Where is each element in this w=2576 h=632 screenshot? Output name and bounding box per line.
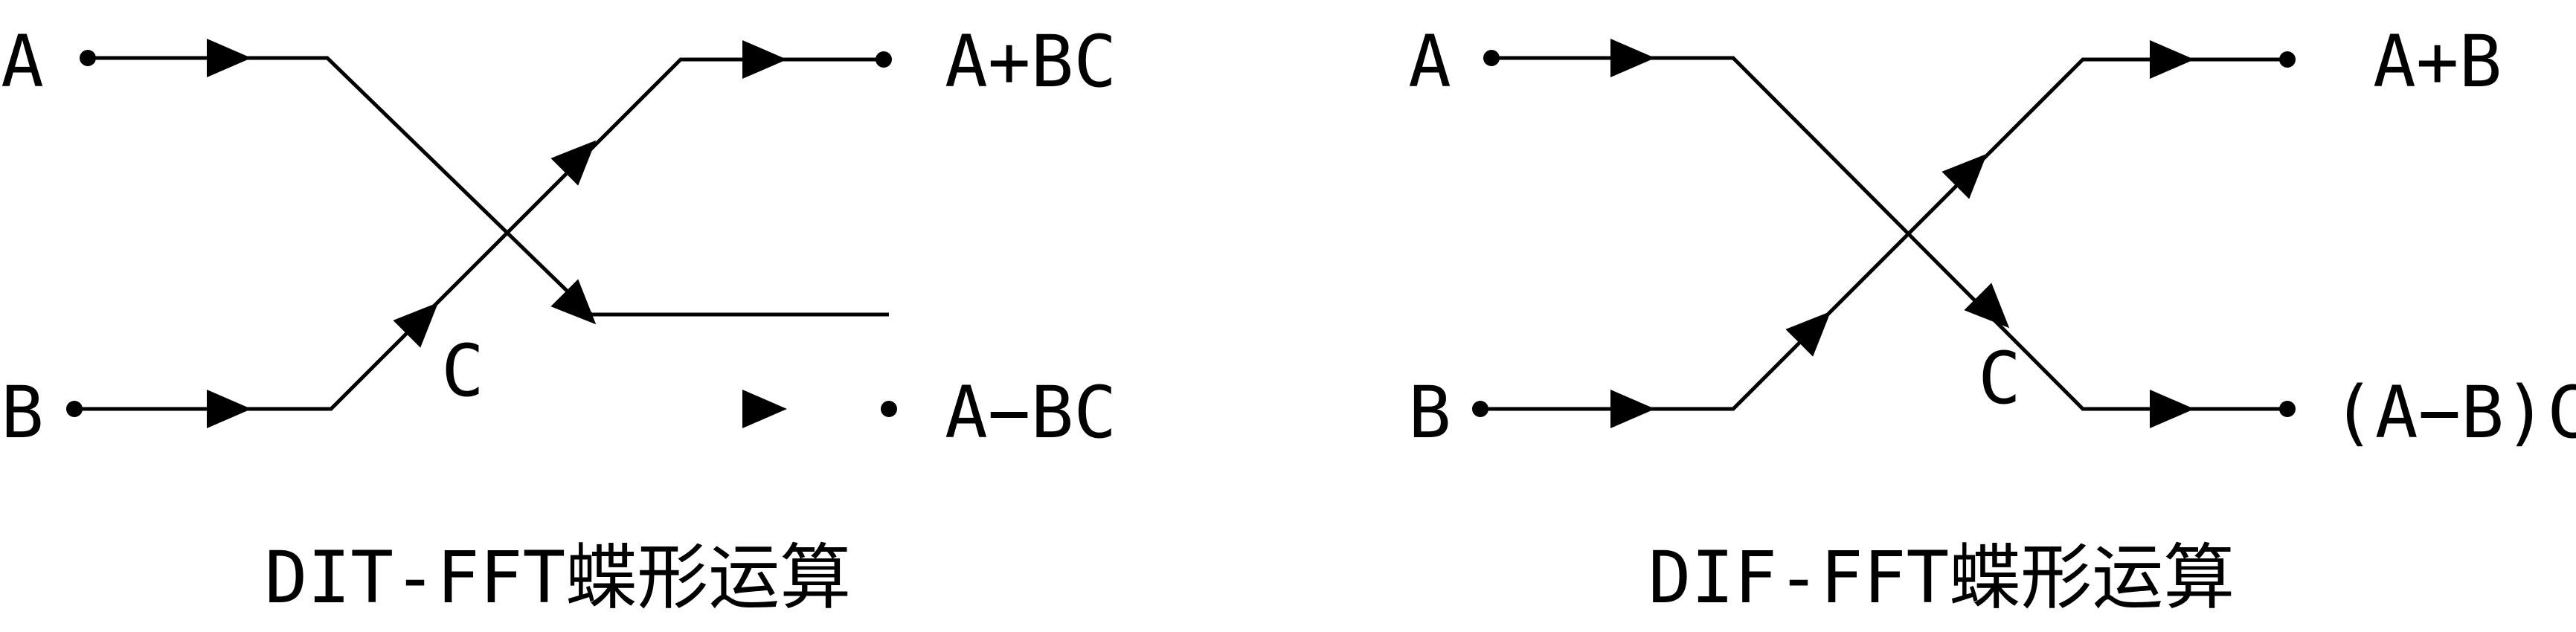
dif-output-bottom-label: (A−B)C xyxy=(2332,371,2576,454)
dit-node-input-b xyxy=(66,401,83,417)
dit-arrow-output-top xyxy=(742,40,787,79)
dif-node-output-top xyxy=(2279,51,2296,68)
dit-labels: A B C A+BC A−BC DIT-FFT蝶形运算 xyxy=(1,20,1117,619)
dit-butterfly: A B C A+BC A−BC DIT-FFT蝶形运算 xyxy=(1,20,1117,619)
dif-arrow-input-b xyxy=(1610,390,1655,428)
dif-labels: A B C A+B (A−B)C DIF-FFT蝶形运算 xyxy=(1408,20,2576,619)
dit-node-output-top xyxy=(876,51,892,68)
dit-arrow-diag-down xyxy=(550,279,597,325)
dif-arrow-diag-up-lower xyxy=(1785,311,1831,357)
dif-butterfly: A B C A+B (A−B)C DIF-FFT蝶形运算 xyxy=(1408,20,2576,619)
dif-node-input-b xyxy=(1472,401,1488,417)
dit-nodes xyxy=(66,50,897,417)
dit-output-bottom-label: A−BC xyxy=(945,371,1117,454)
dit-node-output-bottom xyxy=(881,401,897,417)
dif-bottom-path xyxy=(1480,57,2287,411)
dif-nodes xyxy=(1472,50,2296,417)
dit-node-input-a xyxy=(80,50,96,66)
dit-arrows xyxy=(207,39,787,428)
dit-arrow-diag-up-upper xyxy=(550,140,597,186)
dit-factor-label: C xyxy=(441,329,484,413)
dif-factor-label: C xyxy=(1978,337,2021,420)
dif-arrow-diag-up-upper xyxy=(1941,153,1988,199)
dif-node-output-bottom xyxy=(2279,401,2296,417)
dif-output-top-label: A+B xyxy=(2373,20,2502,103)
dif-arrows xyxy=(1610,39,2194,428)
dit-arrow-input-b xyxy=(207,390,251,428)
dit-arrow-output-bottom xyxy=(742,390,787,428)
dit-input-a-label: A xyxy=(1,20,44,103)
dif-input-a-label: A xyxy=(1408,20,1451,103)
dif-arrow-output-top xyxy=(2150,40,2194,79)
dif-top-path xyxy=(1491,56,2287,411)
dif-caption: DIF-FFT蝶形运算 xyxy=(1648,536,2235,619)
dif-input-b-label: B xyxy=(1408,371,1451,454)
dif-arrow-output-bottom xyxy=(2150,390,2194,428)
dif-arrow-input-a xyxy=(1610,39,1655,77)
dit-arrow-diag-up-lower xyxy=(393,302,439,348)
dif-lines xyxy=(1480,56,2287,411)
dit-arrow-input-a xyxy=(207,39,251,77)
dit-output-top-label: A+BC xyxy=(945,20,1117,103)
dif-arrow-diag-down xyxy=(1964,283,2010,329)
dit-caption: DIT-FFT蝶形运算 xyxy=(265,536,852,619)
dit-input-b-label: B xyxy=(1,371,44,454)
dit-top-path xyxy=(88,56,889,317)
dif-node-input-a xyxy=(1483,50,1500,66)
